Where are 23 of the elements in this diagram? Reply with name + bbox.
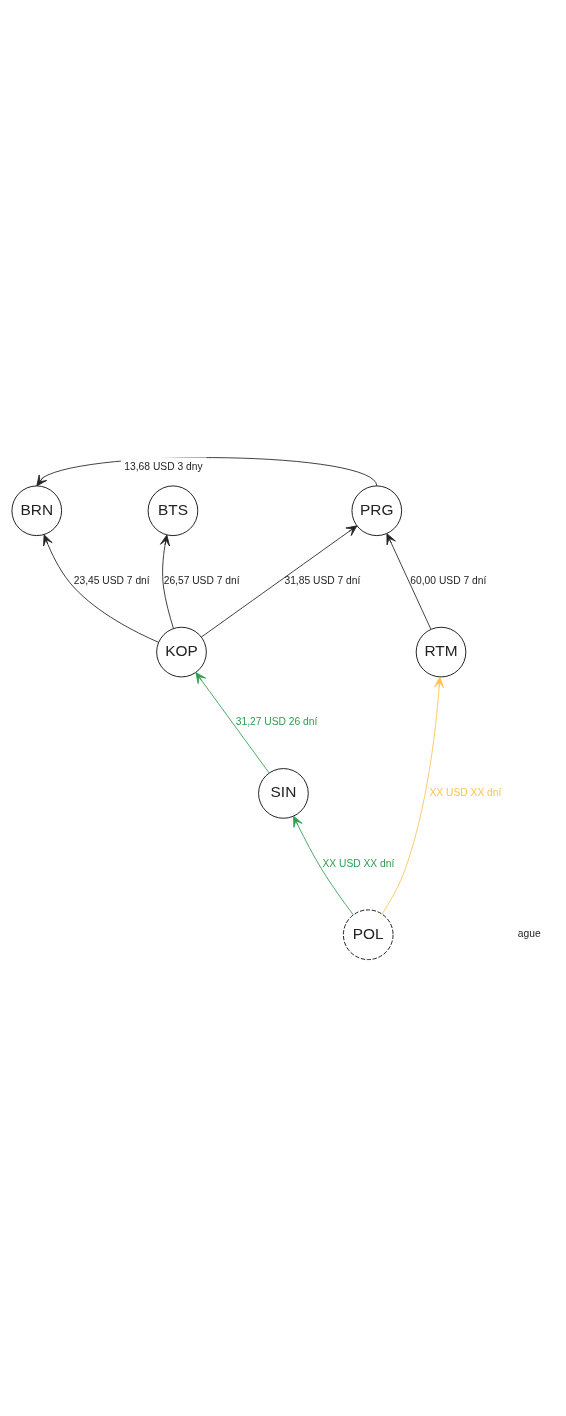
label: ague [517,927,541,939]
edge-label: 23,45 USD 7 dní [73,574,150,586]
node-circle: RTM [415,626,467,677]
node-circle: BTS [147,485,199,536]
arrow [43,533,160,643]
edge-label: 31,85 USD 7 dní [284,574,361,586]
edge-label: XX USD XX dní [322,857,395,869]
arrow [293,815,354,915]
edge-label: 13,68 USD 3 dny [124,460,203,472]
node-circle: KOP [156,626,207,677]
node-circle: POL [342,908,394,960]
arrow [160,534,174,629]
edge-label: 60,00 USD 7 dní [410,574,487,586]
node-circle: BRN [11,485,63,536]
node-circle: SIN [258,767,309,819]
arrow [195,671,270,773]
node-circle: PRG [351,485,403,536]
edge-label: 31,27 USD 26 dní [235,715,318,727]
arrow [200,524,358,637]
arrow [386,532,432,630]
edge-label: XX USD XX dní [429,786,502,798]
arrow [381,676,445,914]
edge-label: 26,57 USD 7 dní [163,574,240,586]
